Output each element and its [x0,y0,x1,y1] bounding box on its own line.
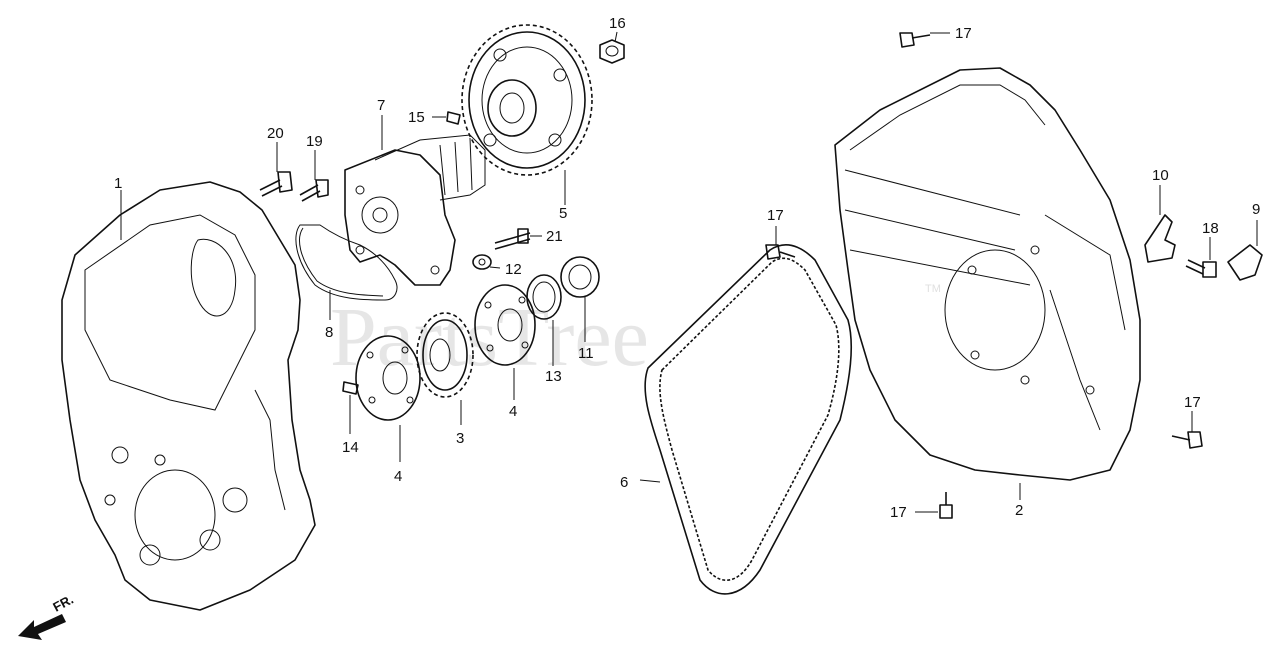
part-washer-12[interactable] [472,254,492,270]
part-rear-timing-plate[interactable] [61,181,316,611]
part-guide-plate-lower[interactable] [355,335,421,421]
callout-17-bottom: 17 [890,504,907,521]
part-timing-belt[interactable] [644,244,853,595]
callout-17-right: 17 [1184,394,1201,411]
part-oil-pump[interactable] [344,134,486,286]
callout-15: 15 [408,109,425,126]
callout-9: 9 [1252,201,1260,218]
part-clip-9[interactable] [1227,244,1263,281]
part-bolt-17a[interactable] [899,32,931,48]
callout-4-lower: 4 [394,468,402,485]
part-seal-11[interactable] [560,256,600,298]
part-gasket[interactable] [295,224,398,301]
part-bracket-10[interactable] [1144,214,1176,263]
callout-20: 20 [267,125,284,142]
orientation-label: FR. [50,592,76,615]
callout-11: 11 [578,345,594,362]
callout-6: 6 [620,474,628,491]
callout-7: 7 [377,97,385,114]
part-bolt-19[interactable] [299,179,329,202]
callout-1: 1 [114,175,122,192]
callout-2: 2 [1015,502,1023,519]
callout-labels: 1 2 3 4 4 5 6 7 8 9 10 11 12 13 14 15 16… [114,15,1260,521]
part-bolt-17c[interactable] [1171,431,1203,449]
callout-4-upper: 4 [509,403,517,420]
callout-16: 16 [609,15,626,32]
part-guide-plate-upper[interactable] [474,284,536,366]
callout-14: 14 [342,439,359,456]
part-ring-13[interactable] [526,274,562,320]
part-cam-pulley[interactable] [461,24,593,176]
callout-5: 5 [559,205,567,222]
part-bolt-17d[interactable] [939,492,953,519]
front-arrow-icon [18,614,66,640]
callout-10: 10 [1152,167,1169,184]
watermark-text: PartsTree [330,291,649,384]
part-crank-pulley[interactable] [416,312,474,398]
watermark-trademark: TM [925,283,941,295]
part-bolt-21[interactable] [494,228,531,250]
callout-18: 18 [1202,220,1219,237]
callout-13: 13 [545,368,562,385]
callout-8: 8 [325,324,333,341]
callout-17-top: 17 [955,25,972,42]
part-bolt-20[interactable] [259,171,293,197]
part-front-timing-cover[interactable] [834,67,1141,481]
callout-19: 19 [306,133,323,150]
callout-21: 21 [546,228,563,245]
callout-3: 3 [456,430,464,447]
part-nut-16[interactable] [599,39,625,64]
part-bolt-18[interactable] [1185,259,1217,278]
leader-lines [120,31,1258,513]
callout-17-left: 17 [767,207,784,224]
part-bolt-17b[interactable] [765,244,796,260]
part-key-14[interactable] [342,381,359,395]
part-key-15[interactable] [446,111,461,125]
callout-12: 12 [505,261,522,278]
